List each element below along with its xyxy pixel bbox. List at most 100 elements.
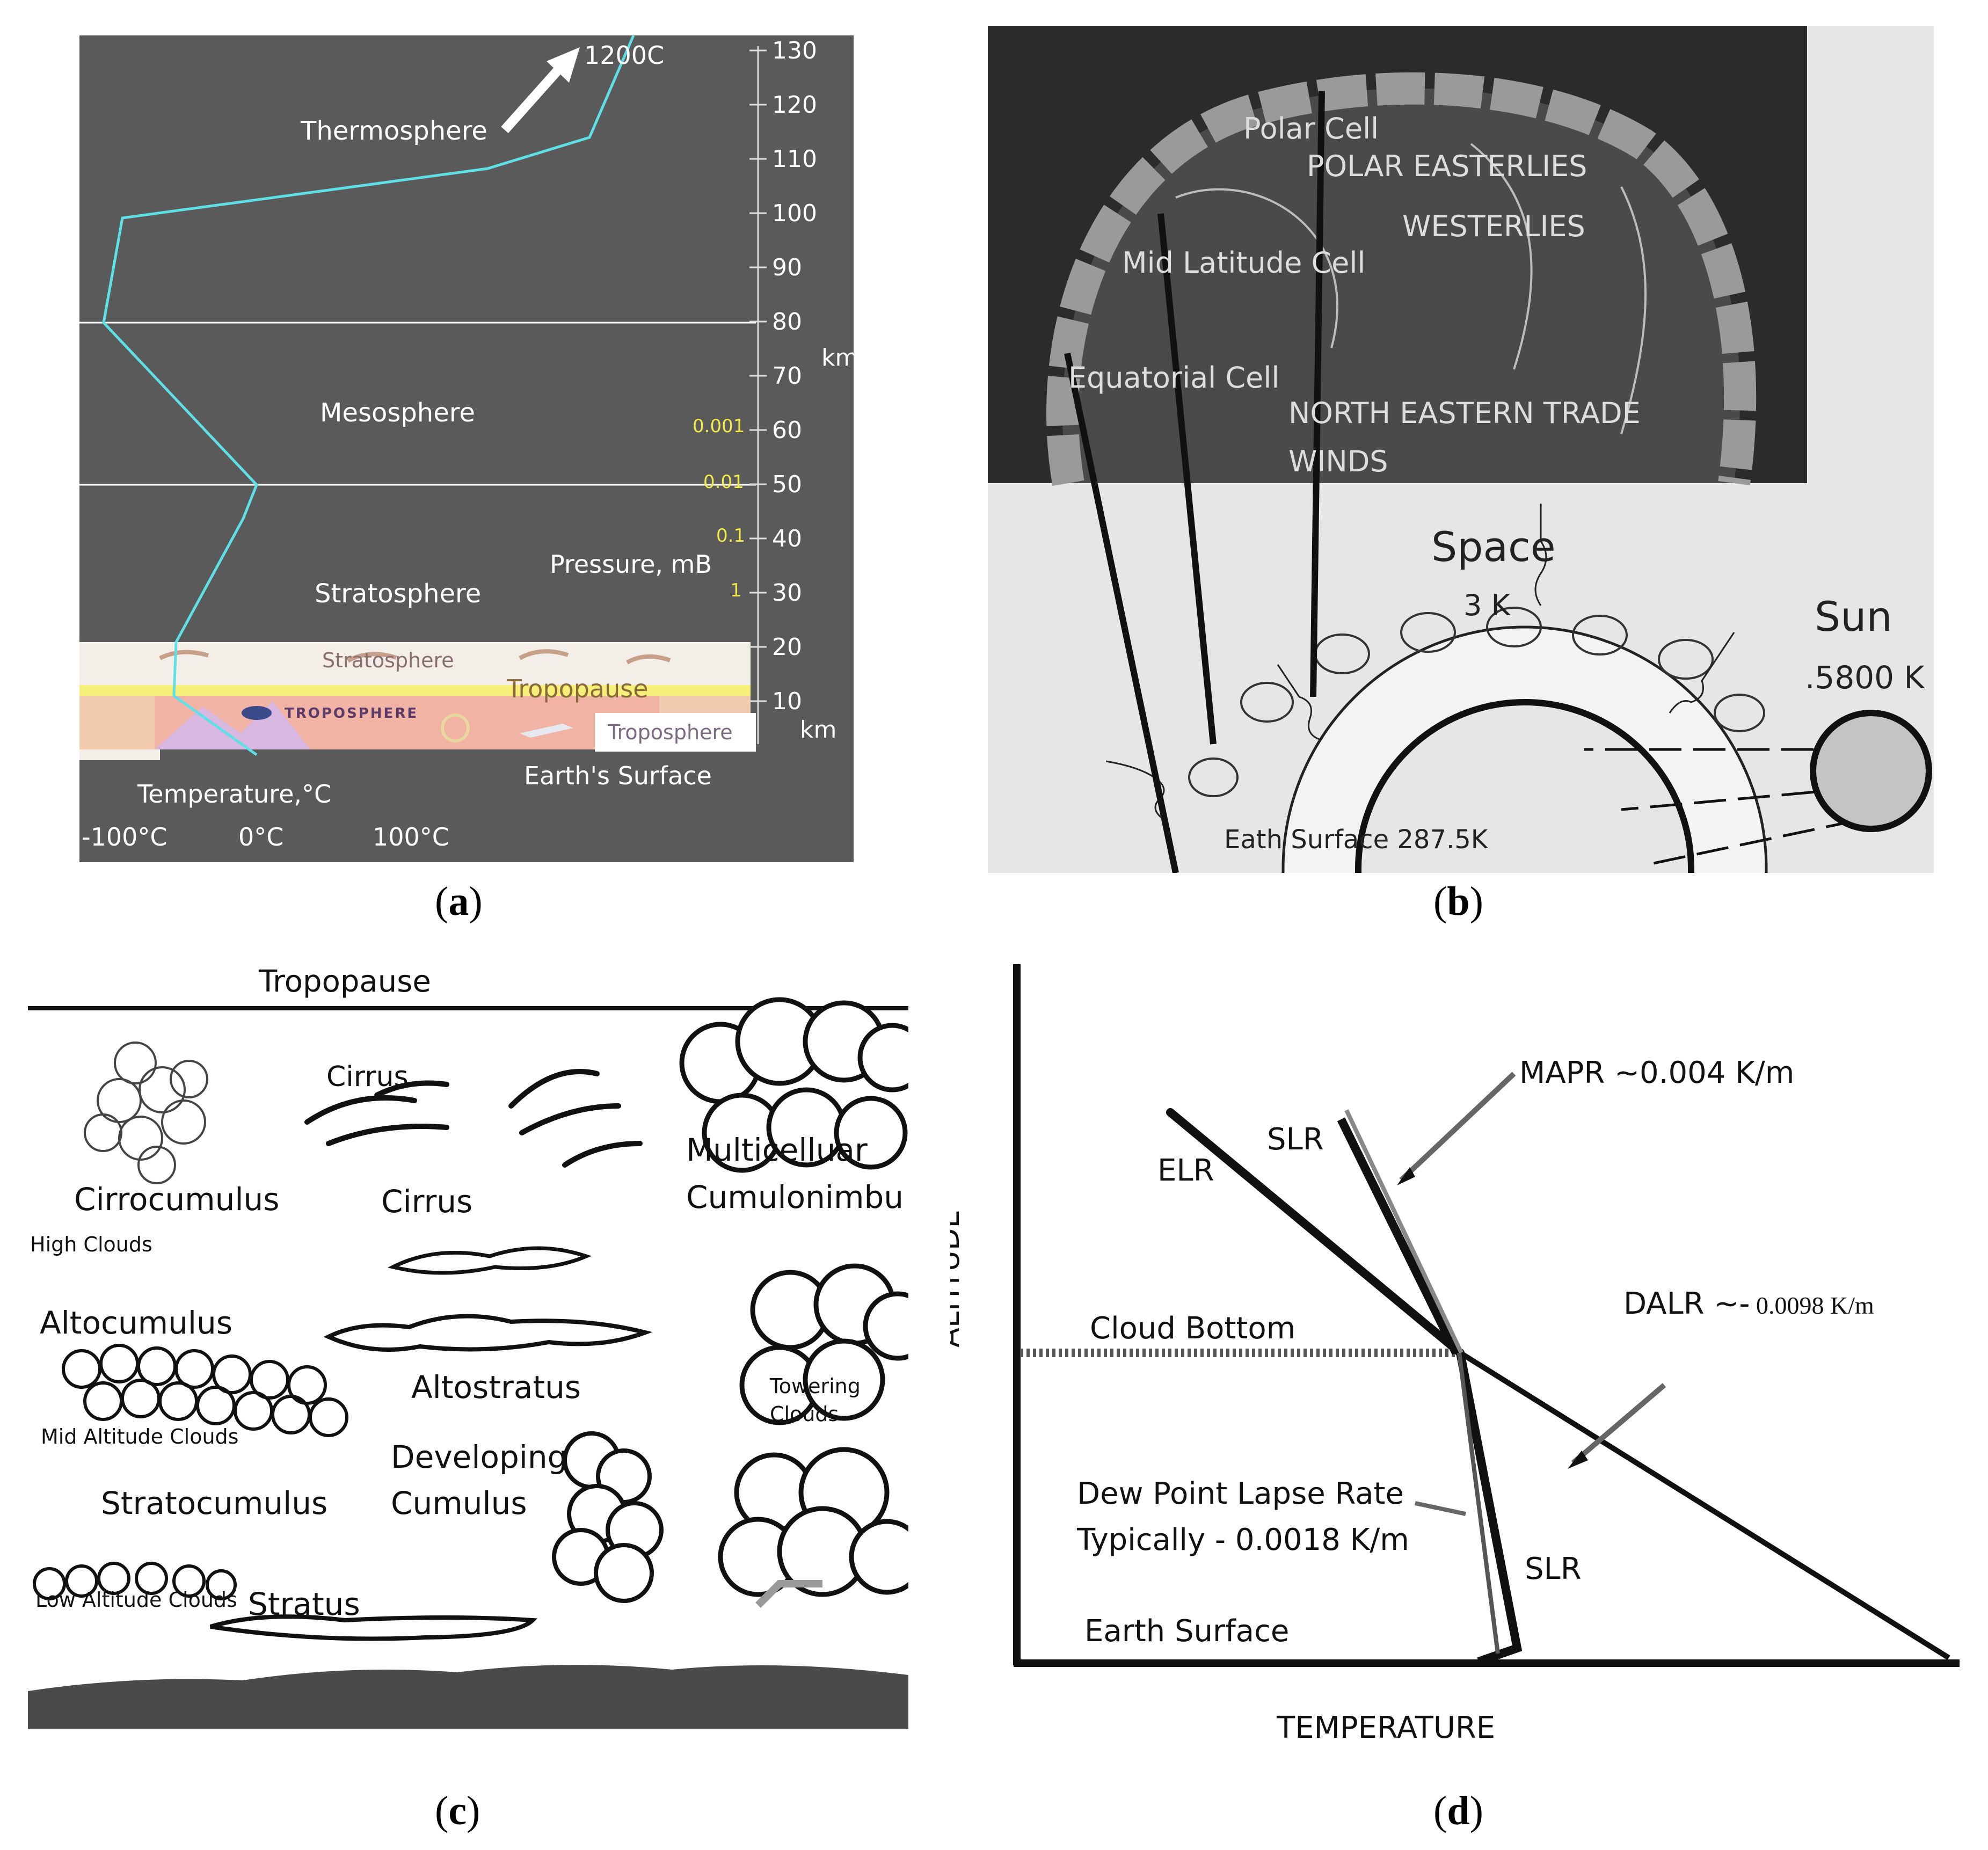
label-thermosphere: Thermosphere [301,116,487,146]
label-cirrus-small: Cirrus [326,1061,409,1093]
cirrus-cloud [304,1069,643,1168]
tropopause-band [79,685,751,696]
label-altostratus: Altostratus [411,1369,581,1405]
label-stratocumulus: Stratocumulus [101,1485,328,1521]
label-troposphere: Troposphere [608,720,733,744]
outgoing-radiation-waves [1105,504,1735,821]
weather-balloon [242,706,272,720]
decorative-mark [755,1580,822,1608]
label-dew-point-1: Dew Point Lapse Rate [1077,1476,1404,1511]
slr-lower-line [1456,1352,1523,1666]
label-cirrocumulus: Cirrocumulus [74,1181,280,1218]
circulation-cell-ring [1046,72,1757,486]
cumulonimbus-cloud [679,997,908,1597]
label-stratosphere-band: Stratosphere [322,649,454,672]
altitude-tick-label: 20 [772,633,802,661]
airplane [520,724,573,738]
label-troposphere-band: TROPOSPHERE [285,705,419,722]
dalr-pointer-head-icon [1568,1451,1588,1469]
label-towering-clouds: Clouds [770,1402,839,1426]
label-cirrus: Cirrus [381,1183,473,1220]
dalr-prefix: DALR ~- [1623,1286,1750,1321]
arrow-head-icon [547,47,580,83]
label-tropopause: Tropopause [507,674,649,703]
hot-air-balloon [441,713,470,742]
label-dalr: DALR ~- 0.0098 K/m [1623,1286,1874,1321]
temp-tick-0: 0°C [238,822,284,851]
label-earth-surface-temperature: Eath Surface 287.5K [1224,825,1488,855]
label-earth-surface: Earth Surface [1084,1614,1290,1649]
lapse-rate-panel: ALTITUDE TEMPERATURE ELR SLR MAPR ~0.004… [950,961,1970,1766]
label-tropopause: Tropopause [259,964,431,999]
label-cloud-bottom: Cloud Bottom [1090,1311,1296,1346]
label-altitude-axis: ALTITUDE [950,1210,966,1348]
label-polar-easterlies: POLAR EASTERLIES [1307,149,1588,183]
dalr-pointer [1571,1383,1666,1465]
dalr-line [1459,1350,1950,1660]
stratosphere-band [79,642,751,685]
label-high-clouds: High Clouds [30,1233,152,1256]
label-sun: Sun [1815,593,1892,640]
altostratus-upper-cloud [387,1246,592,1275]
dalr-value: 0.0098 K/m [1750,1292,1874,1319]
label-dew-point-2: Typically - 0.0018 K/m [1077,1523,1409,1557]
ground-strip [79,749,160,760]
altostratus-cloud [323,1314,653,1352]
altitude-tick-label: 130 [772,37,817,64]
altitude-unit: km [821,344,854,372]
pressure-tick-1: 1 [730,580,742,601]
altitude-tick-label: 100 [772,200,817,227]
dew-point-line [1457,1352,1500,1654]
earth-surface-circle [1355,699,1694,873]
stratosphere-cloud-streaks [159,649,671,665]
label-elr: ELR [1157,1153,1214,1188]
altitude-tick-label: 40 [772,525,802,552]
label-space-temperature: 3 K [1463,588,1510,622]
label-altocumulus: Altocumulus [40,1305,233,1341]
label-mid-latitude-cell: Mid Latitude Cell [1122,246,1366,280]
altitude-unit-bottom: km [800,716,837,744]
label-stratus: Stratus [248,1586,360,1622]
label-slr-lower: SLR [1525,1552,1582,1586]
cloud-types-panel: Tropopause Cirrus Cirrocumulus Cirrus Hi… [28,961,908,1729]
altitude-tick-label: 30 [772,579,802,607]
altitude-tick-label: 120 [772,91,817,119]
label-mid-altitude-clouds: Mid Altitude Clouds [41,1425,239,1448]
cirrocumulus-cloud [84,1041,208,1184]
lapse-rate-diagram [1013,964,1960,1667]
altocumulus-cloud [62,1344,348,1437]
caption-b: (b) [1433,879,1483,924]
label-mesosphere: Mesosphere [320,398,475,428]
caption-c: (c) [435,1788,480,1833]
slr-upper-line [1337,1117,1460,1355]
altitude-tick-label: 10 [772,688,802,715]
label-slr-upper: SLR [1267,1122,1324,1157]
pointer-equatorial [1064,352,1179,873]
elr-line [1166,1108,1465,1357]
mapr-pointer-head-icon [1397,1167,1415,1185]
label-sun-temperature: .5800 K [1805,659,1925,696]
label-cumulus: Cumulus [391,1485,527,1521]
label-developing: Developing [391,1439,567,1475]
mapr-pointer [1399,1072,1516,1182]
label-pressure: Pressure, mB [550,550,712,579]
label-low-altitude-clouds: Low Altitude Clouds [35,1588,237,1612]
pressure-tick-001: 0.01 [703,471,744,493]
altitude-tick-label: 50 [772,471,802,498]
label-equatorial-cell: Equatorial Cell [1068,361,1280,395]
temp-tick-minus-100: -100°C [82,822,168,851]
globe [1062,88,1741,483]
label-temperature-axis: Temperature,°C [137,780,332,809]
wind-arrows [1175,143,1647,434]
altitude-tick-label: 80 [772,308,802,336]
cloud-types-diagram [28,997,908,1729]
dew-point-pointer [1415,1501,1466,1516]
label-multicellular: Multicelluar [686,1132,868,1168]
label-trade-winds-2: WINDS [1288,445,1388,478]
circulation-cells-panel: Polar Cell POLAR EASTERLIES WESTERLIES M… [988,26,1934,873]
stratus-cloud [209,1614,538,1641]
sun-circle [1810,710,1932,832]
caption-a: (a) [435,879,483,924]
